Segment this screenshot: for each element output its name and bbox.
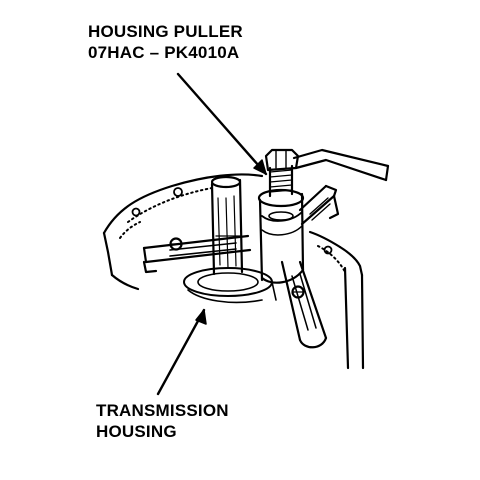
- housing-puller-part-number: 07HAC – PK4010A: [88, 43, 240, 62]
- mainshaft: [210, 175, 244, 276]
- housing-puller-label-line1: HOUSING PULLER: [88, 22, 243, 41]
- leader-line-housing: [156, 308, 207, 396]
- transmission-housing-label-line2: HOUSING: [96, 422, 177, 441]
- puller-lower-arm: [280, 260, 328, 349]
- leader-line-tool: [176, 72, 268, 176]
- wrench-handle: [292, 148, 390, 182]
- housing-puller-label: HOUSING PULLER 07HAC – PK4010A: [88, 21, 243, 63]
- puller-right-upper-arm: [298, 184, 340, 226]
- transmission-housing-outline: [102, 173, 365, 370]
- transmission-housing-label-line1: TRANSMISSION: [96, 401, 229, 420]
- puller-left-arm: [142, 234, 252, 274]
- transmission-housing-label: TRANSMISSION HOUSING: [96, 400, 229, 442]
- puller-body: [257, 188, 305, 284]
